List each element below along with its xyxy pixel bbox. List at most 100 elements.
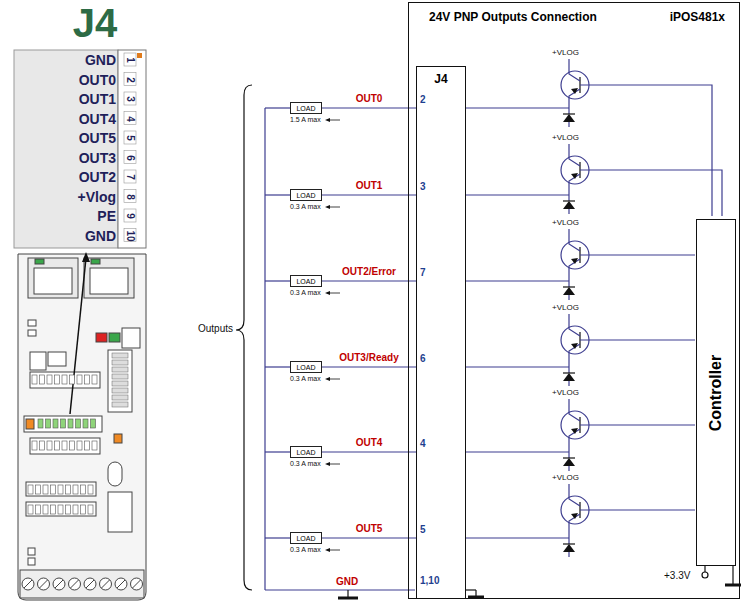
- supply-label: +VLOG: [552, 388, 579, 397]
- header-pin: [112, 402, 128, 407]
- emitter-arrow: [571, 173, 578, 179]
- base-wire: [580, 254, 695, 255]
- load-label: LOAD: [296, 105, 315, 112]
- connector-pin: [88, 485, 93, 494]
- component: [28, 320, 36, 326]
- connector-pin: [43, 485, 48, 494]
- terminal-screw: [115, 578, 127, 590]
- output-wire: [322, 280, 416, 281]
- signal-name: OUT4: [355, 437, 384, 449]
- screw-slot: [40, 580, 48, 588]
- block-label: Controller: [707, 354, 725, 430]
- pin-name: OUT4: [79, 110, 116, 128]
- output-wire: [322, 107, 416, 108]
- emitter-wire: [569, 174, 580, 195]
- pnp-transistor: [465, 229, 695, 300]
- connector-pin: [81, 505, 86, 514]
- load-resistor: LOAD: [290, 361, 322, 373]
- base-wire: [580, 339, 695, 340]
- rj45-port: [28, 258, 78, 298]
- emitter-arrow: [571, 513, 578, 519]
- header-pin: [112, 353, 128, 358]
- repeated-detail: [22, 53, 143, 590]
- pin-number: 2: [420, 94, 426, 106]
- connector-pin: [47, 375, 52, 384]
- current-arrow: [325, 377, 330, 381]
- pin-number: 4: [420, 438, 426, 450]
- pin-number: 6: [124, 155, 136, 161]
- rj45-port: [90, 268, 128, 294]
- header-pin: [112, 395, 128, 400]
- signal-name: OUT1: [355, 180, 384, 192]
- connector-pin: [62, 441, 67, 450]
- current-arrow: [325, 205, 330, 209]
- ground-symbol: [468, 596, 484, 599]
- current-rating: 1.5 A max: [290, 116, 321, 124]
- connector-pin: [92, 441, 97, 450]
- connector-pin: [83, 419, 88, 428]
- emitter-arrow: [571, 343, 578, 349]
- brace: [236, 85, 252, 590]
- connector-pin: [55, 375, 60, 384]
- terminal-screw: [22, 578, 34, 590]
- current-rating: 0.3 A max: [290, 460, 321, 468]
- connector-pin: [58, 505, 63, 514]
- pin-number: 3: [420, 181, 426, 193]
- supply-label: +VLOG: [552, 133, 579, 142]
- emitter-wire: [569, 259, 580, 281]
- signal-name: OUT5: [355, 523, 384, 535]
- pin1-mark: [137, 53, 142, 58]
- ground-symbol: [475, 590, 476, 596]
- component: [28, 330, 36, 336]
- pin-name: OUT2: [79, 168, 116, 186]
- pin-socket: [124, 53, 136, 66]
- connector-pin: [62, 375, 67, 384]
- pin-table: [14, 50, 146, 248]
- pin-socket: [124, 170, 136, 183]
- pin-number: 10: [124, 230, 136, 241]
- load-resistor: LOAD: [290, 275, 322, 287]
- connector-pin: [28, 505, 33, 514]
- connector-pin: [36, 505, 41, 514]
- connector-pin: [40, 375, 45, 384]
- diode-wire: [568, 538, 569, 544]
- connector: [30, 372, 100, 388]
- pin-number: 2: [124, 77, 136, 83]
- load-resistor: LOAD: [290, 189, 322, 201]
- diode-symbol: [563, 544, 575, 552]
- schematic-wiring: [236, 85, 741, 598]
- component: [28, 548, 35, 555]
- supply-wire: [704, 563, 705, 572]
- header-pin: [112, 381, 128, 386]
- header-pin: [112, 374, 128, 379]
- connector-block: J4: [416, 66, 466, 599]
- base-wire: [580, 509, 695, 510]
- drive-illustration: [18, 252, 146, 600]
- output-wire: [322, 451, 416, 452]
- screw-slot: [86, 580, 94, 588]
- pin-name: OUT3: [79, 149, 116, 167]
- connector-body: [118, 50, 146, 248]
- pin-number: 5: [124, 135, 136, 141]
- header-pin: [112, 367, 128, 372]
- pin-name: OUT0: [79, 71, 116, 89]
- load-wire: [265, 451, 290, 452]
- connector-pin: [68, 419, 73, 428]
- diode-symbol: [563, 201, 575, 209]
- current-rating: 0.3 A max: [290, 289, 321, 297]
- connector-pin: [40, 441, 45, 450]
- leader-arrow: [70, 258, 86, 414]
- pin-number: 8: [124, 194, 136, 200]
- ground-symbol: [725, 584, 741, 587]
- base-wire: [580, 170, 722, 216]
- load-label: LOAD: [296, 278, 315, 285]
- connector-pin: [58, 485, 63, 494]
- pin-name: PE: [97, 207, 116, 225]
- load-resistor: LOAD: [290, 446, 322, 458]
- current-arrow: [325, 548, 330, 552]
- collector-wire: [569, 229, 580, 251]
- pin-number: 9: [124, 213, 136, 219]
- connector-pin: [91, 419, 96, 428]
- led-green: [109, 333, 120, 342]
